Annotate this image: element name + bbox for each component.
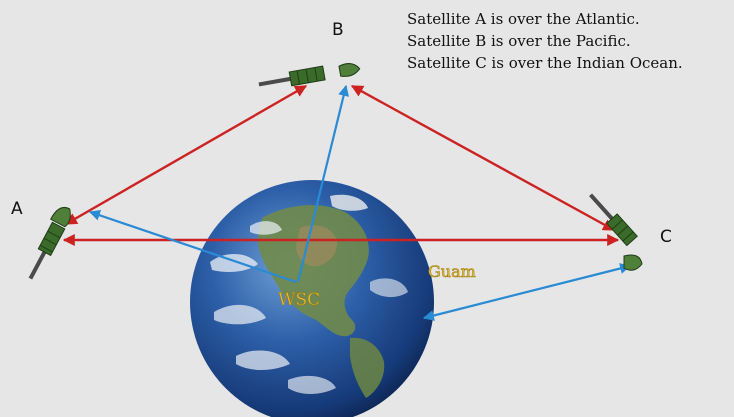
ground-link-wsc-a <box>88 209 297 284</box>
satellite-b-icon <box>258 63 361 87</box>
ground-link-guam-c <box>422 263 632 321</box>
ground-link-wsc-b <box>296 84 349 283</box>
note-satellite-b: Satellite B is over the Pacific. <box>407 32 631 50</box>
crosslink-b-c <box>350 84 616 232</box>
guam-station-label: Guam <box>428 262 476 282</box>
satellite-c-icon <box>589 193 638 247</box>
satellite-a-icon <box>28 206 71 280</box>
satellite-c-label: C <box>660 227 672 247</box>
note-satellite-c: Satellite C is over the Indian Ocean. <box>407 54 683 72</box>
wsc-station-label: WSC <box>278 290 321 311</box>
ground-link-arrows <box>88 84 632 321</box>
crosslink-a-b <box>64 84 308 226</box>
crosslink-arrows <box>62 84 620 246</box>
satellite-b-label: B <box>332 20 344 40</box>
note-satellite-a: Satellite A is over the Atlantic. <box>407 10 640 28</box>
satellite-a-label: A <box>11 199 23 219</box>
satellite-c-dish-icon <box>623 254 643 271</box>
satellite-notes: Satellite A is over the Atlantic. Satell… <box>407 8 683 74</box>
